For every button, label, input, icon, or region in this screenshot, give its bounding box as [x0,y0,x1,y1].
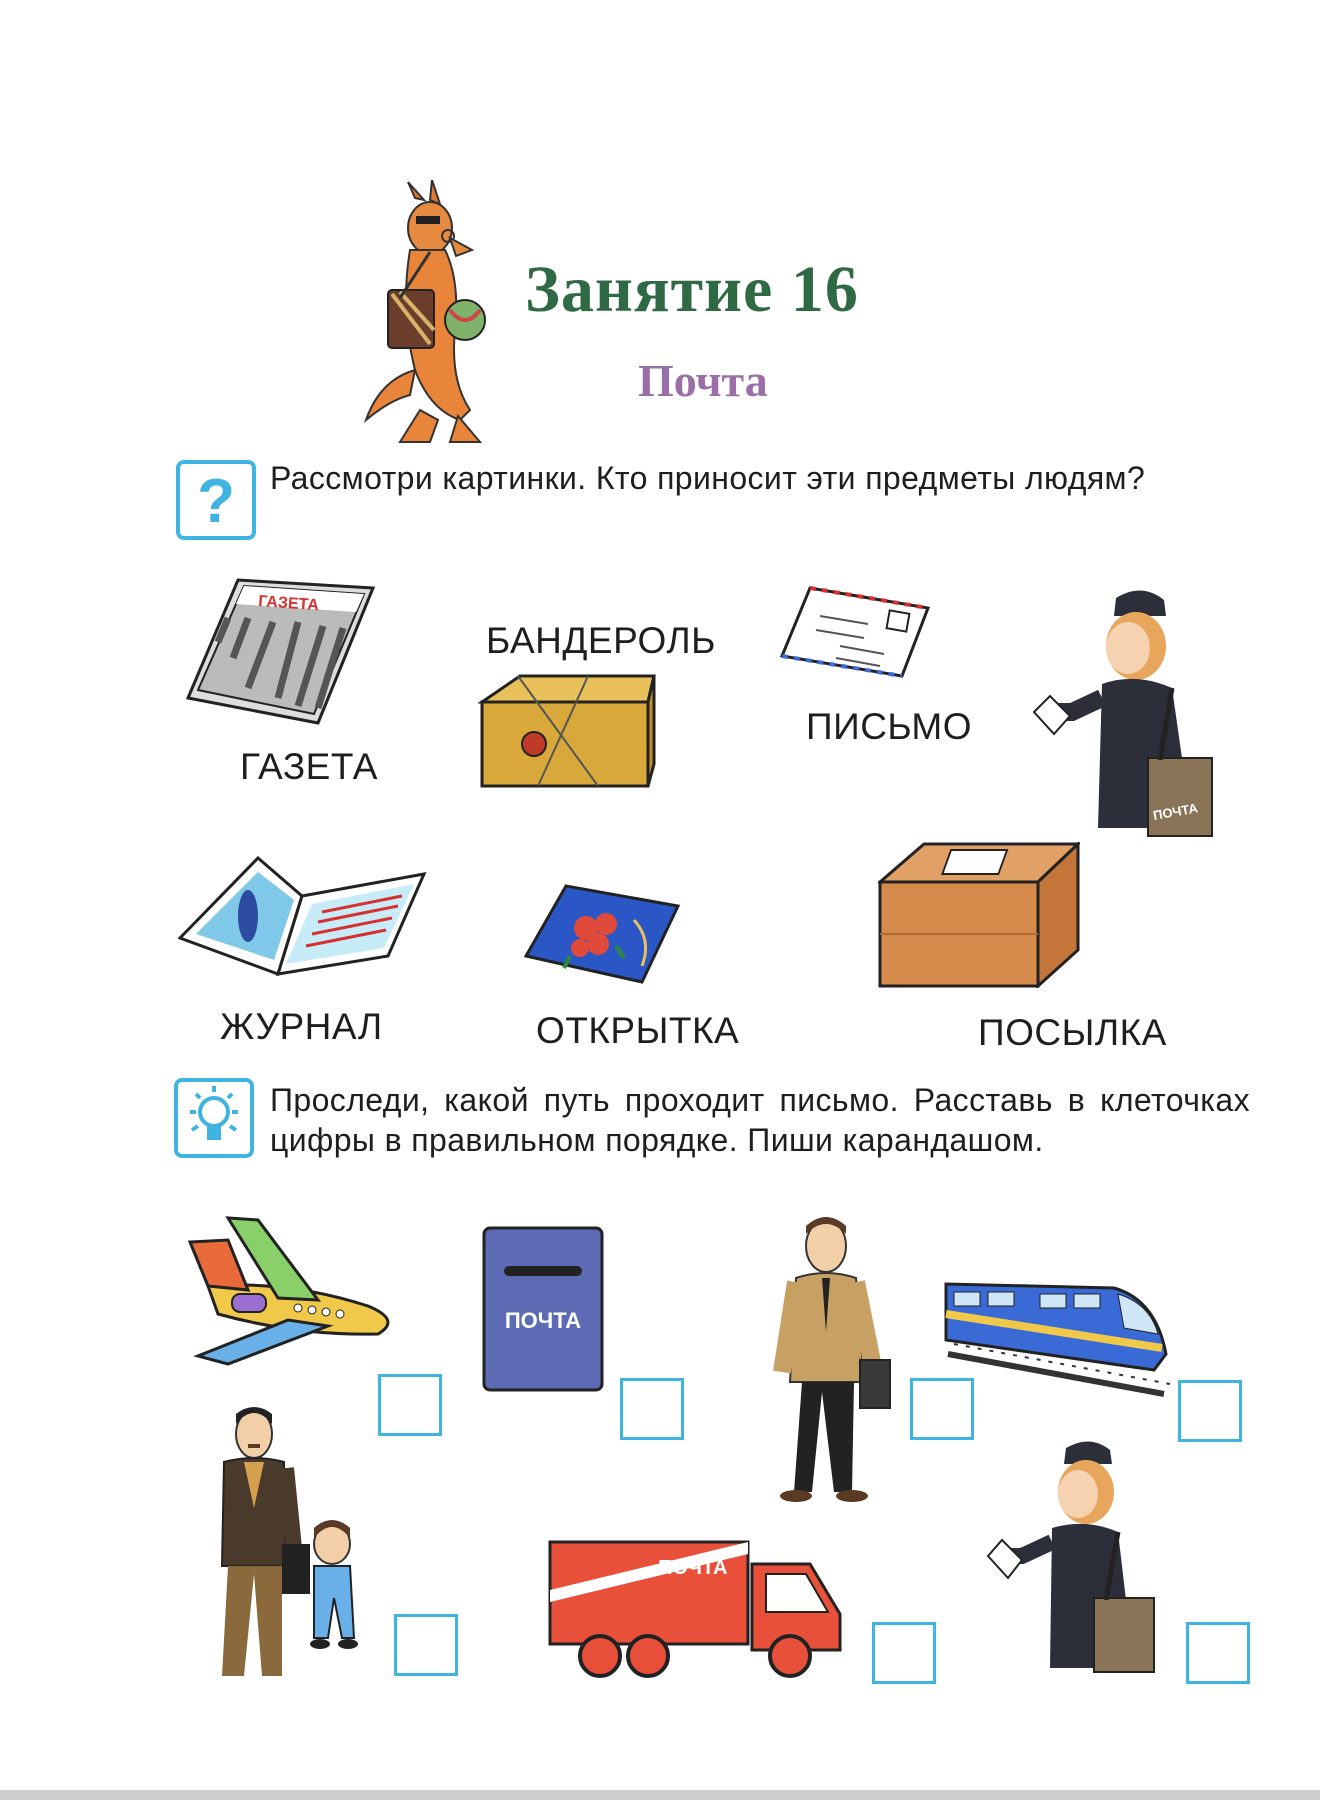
task2-instruction: Проследи, какой путь проходит письмо. Ра… [270,1082,1250,1158]
answer-box-mail-truck[interactable] [872,1622,936,1684]
answer-box-businessman[interactable] [910,1378,974,1440]
magazine-label: ЖУРНАЛ [220,1006,383,1047]
newspaper-illustration: ГАЗЕТА [178,578,378,728]
page-edge-shadow [0,1790,1320,1800]
letter-label: ПИСЬМО [806,706,972,747]
businessman-illustration [760,1212,900,1504]
newspaper-label: ГАЗЕТА [240,746,378,787]
truck-label: ПОЧТА [658,1557,727,1579]
father-and-child-illustration [202,1398,372,1682]
postwoman-delivery-illustration [986,1438,1176,1688]
magazine-illustration [177,855,428,976]
kangaroo-mascot [360,179,510,450]
page-title: Занятие 16 [525,253,859,326]
task1-instruction: Рассмотри картинки. Кто приносит эти пре… [270,460,1146,496]
answer-box-postwoman[interactable] [1186,1622,1250,1684]
mail-truck-illustration: ПОЧТА [548,1540,844,1680]
svg-text:?: ? [197,467,235,536]
small-parcel-illustration [477,672,658,794]
answer-box-father-and-child[interactable] [394,1614,458,1676]
postwoman-illustration: ПОЧТА [1032,588,1232,852]
postcard-label: ОТКРЫТКА [536,1010,740,1051]
lightbulb-icon [174,1078,254,1158]
train-illustration [944,1274,1176,1398]
letter-illustration [779,586,931,678]
answer-box-airplane[interactable] [378,1374,442,1436]
mailbox-illustration: ПОЧТА [482,1226,604,1392]
airplane-illustration [187,1216,408,1366]
mailbox-label: ПОЧТА [505,1308,581,1333]
page-subtitle: Почта [638,355,768,406]
small-parcel-label: БАНДЕРОЛЬ [486,620,716,661]
question-mark-icon: ? [176,460,256,540]
answer-box-mailbox[interactable] [620,1378,684,1440]
postcard-illustration [523,884,681,984]
parcel-box-illustration [875,840,1082,990]
parcel-box-label: ПОСЫЛКА [978,1012,1167,1053]
answer-box-train[interactable] [1178,1380,1242,1442]
newspaper-masthead: ГАЗЕТА [258,593,320,614]
